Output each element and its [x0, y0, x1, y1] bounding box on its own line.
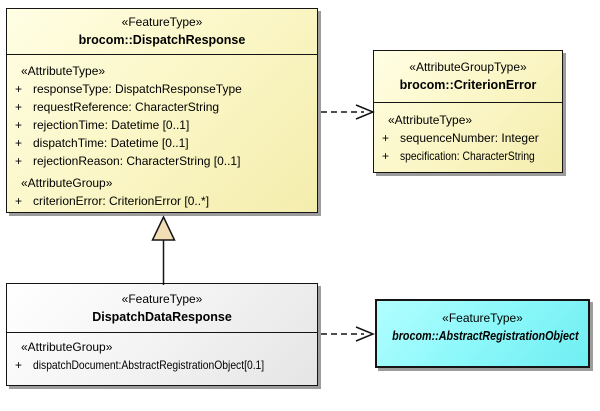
- class-name: brocom::AbstractRegistrationObject: [392, 329, 579, 343]
- attribute-text: requestReference: CharacterString: [33, 100, 220, 114]
- visibility-plus: +: [15, 82, 23, 96]
- attribute-text: criterionError: CriterionError [0..*]: [33, 194, 210, 208]
- stereotype-label: «FeatureType»: [121, 15, 203, 29]
- attributes-compartment: «AttributeGroup» + dispatchDocument:Abst…: [7, 333, 317, 374]
- visibility-plus: +: [15, 118, 23, 132]
- attribute-row: + criterionError: CriterionError [0..*]: [7, 192, 317, 210]
- class-box-abstract-registration-object[interactable]: «FeatureType» brocom::AbstractRegistrati…: [375, 299, 590, 368]
- attribute-text: responseType: DispatchResponseType: [33, 82, 242, 96]
- attribute-row: + requestReference: CharacterString: [7, 98, 317, 116]
- attribute-row: + rejectionTime: Datetime [0..1]: [7, 116, 317, 134]
- visibility-plus: +: [15, 358, 23, 372]
- class-name: DispatchDataResponse: [92, 310, 232, 324]
- class-name: brocom::DispatchResponse: [78, 33, 246, 47]
- visibility-plus: +: [15, 100, 23, 114]
- stereotype-label: «FeatureType»: [442, 311, 523, 325]
- attribute-row: + sequenceNumber: Integer: [374, 129, 562, 147]
- dependency-arrow-criterion-error[interactable]: [321, 104, 375, 120]
- section-label: «AttributeType»: [388, 113, 473, 127]
- section-label: «AttributeGroup»: [21, 176, 113, 190]
- attribute-row: + dispatchDocument:AbstractRegistrationO…: [7, 356, 317, 374]
- attribute-text: dispatchTime: Datetime [0..1]: [33, 136, 189, 150]
- class-box-dispatch-response[interactable]: «FeatureType» brocom::DispatchResponse «…: [6, 8, 318, 213]
- stereotype-label: «AttributeGroupType»: [409, 60, 527, 74]
- class-box-dispatch-data-response[interactable]: «FeatureType» DispatchDataResponse «Attr…: [6, 283, 318, 386]
- attribute-text: dispatchDocument:AbstractRegistrationObj…: [33, 358, 265, 372]
- attribute-row: + responseType: DispatchResponseType: [7, 80, 317, 98]
- attribute-row: + dispatchTime: Datetime [0..1]: [7, 134, 317, 152]
- stereotype-label: «FeatureType»: [121, 292, 203, 306]
- class-header: «FeatureType» brocom::AbstractRegistrati…: [377, 301, 588, 346]
- visibility-plus: +: [382, 131, 390, 145]
- class-header: «FeatureType» DispatchDataResponse: [7, 284, 317, 333]
- attributes-compartment: «AttributeType» + responseType: Dispatch…: [7, 55, 317, 210]
- class-header: «FeatureType» brocom::DispatchResponse: [7, 9, 317, 55]
- section-label: «AttributeGroup»: [21, 340, 113, 354]
- class-box-criterion-error[interactable]: «AttributeGroupType» brocom::CriterionEr…: [373, 50, 563, 173]
- attribute-row: + rejectionReason: CharacterString [0..1…: [7, 152, 317, 170]
- visibility-plus: +: [382, 149, 390, 163]
- attribute-text: rejectionReason: CharacterString [0..1]: [33, 154, 241, 168]
- class-header: «AttributeGroupType» brocom::CriterionEr…: [374, 51, 562, 103]
- dependency-arrow-abstract-registration-object[interactable]: [321, 326, 375, 342]
- attribute-text: specification: CharacterString: [400, 149, 535, 163]
- generalization-arrow[interactable]: [151, 215, 176, 285]
- attributes-compartment: «AttributeType» + sequenceNumber: Intege…: [374, 103, 562, 165]
- visibility-plus: +: [15, 136, 23, 150]
- attribute-text: rejectionTime: Datetime [0..1]: [33, 118, 190, 132]
- class-name: brocom::CriterionError: [399, 78, 537, 92]
- attribute-text: sequenceNumber: Integer: [400, 131, 539, 145]
- section-label: «AttributeType»: [21, 64, 106, 78]
- visibility-plus: +: [15, 154, 23, 168]
- attribute-row: + specification: CharacterString: [374, 147, 562, 165]
- visibility-plus: +: [15, 194, 23, 208]
